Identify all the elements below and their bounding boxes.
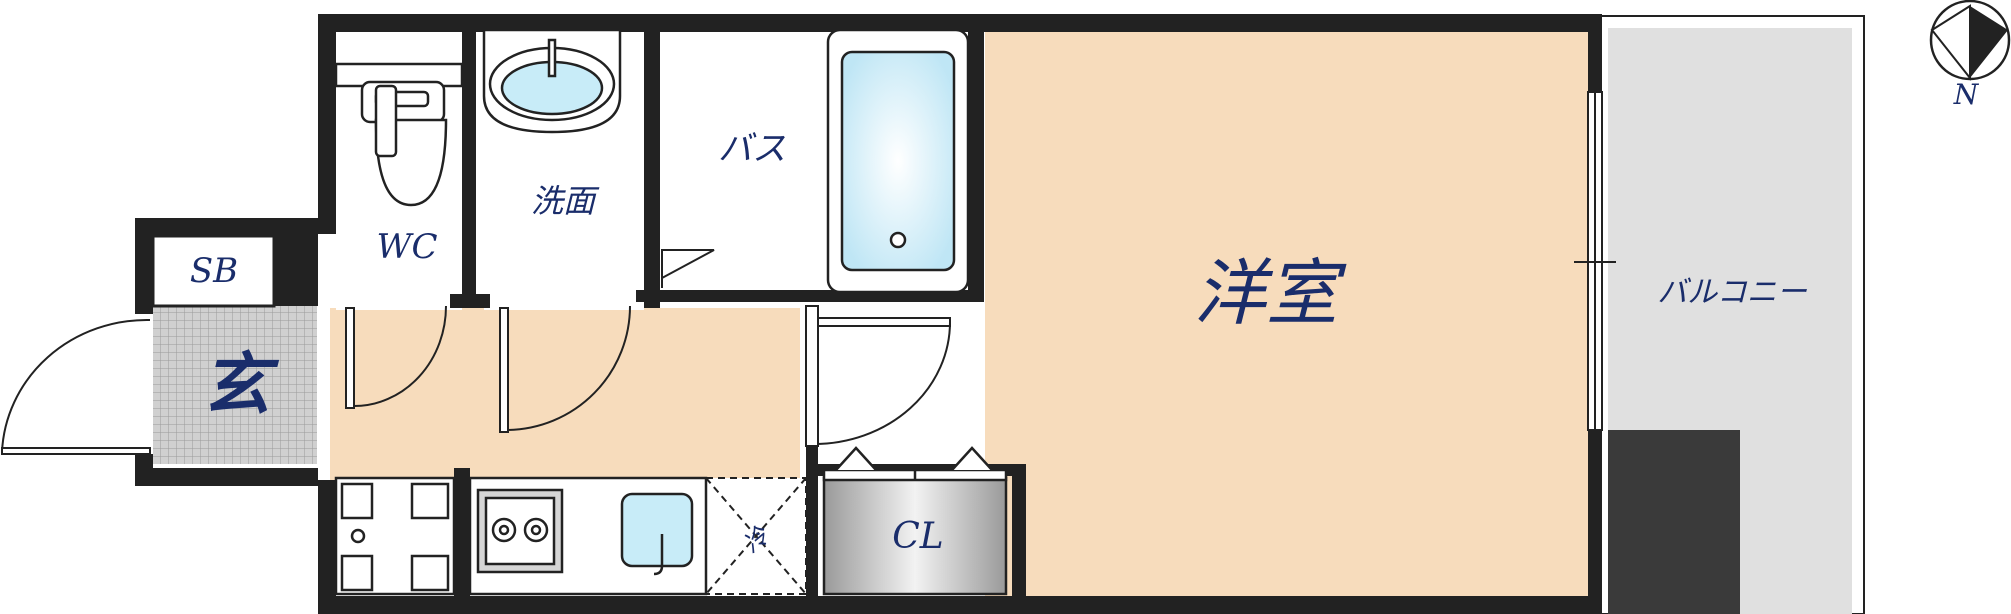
washroom-door (499, 305, 631, 433)
label-entrance: 玄 (202, 345, 280, 425)
hallway-floor (330, 308, 800, 480)
label-balcony: バルコニー (1657, 275, 1807, 310)
bathtub (826, 28, 970, 294)
label-toilet: WC (377, 227, 438, 267)
label-western-room: 洋室 (1194, 251, 1347, 335)
kitchen-counter (468, 476, 708, 596)
balcony-dark-block (1608, 430, 1740, 614)
compass-north-label: N (1953, 78, 1980, 111)
balcony-window (1574, 91, 1616, 431)
closet (822, 446, 1008, 596)
toilet-fixture (334, 62, 464, 207)
entrance-floor (153, 306, 317, 464)
western-room-floor (985, 30, 1588, 598)
compass: N (1929, 0, 2011, 111)
fridge-space (705, 477, 807, 595)
western-room-door (805, 305, 951, 447)
bath-door (661, 249, 715, 288)
wash-basin (482, 28, 622, 134)
laundry-space (334, 476, 456, 596)
label-shoe-box: SB (190, 251, 238, 291)
label-bath: バス (718, 129, 786, 169)
entrance-door (1, 318, 151, 455)
toilet-door (345, 305, 447, 409)
label-closet: CL (892, 516, 943, 557)
label-washroom: 洗面 (531, 182, 600, 220)
walls (135, 14, 1602, 614)
